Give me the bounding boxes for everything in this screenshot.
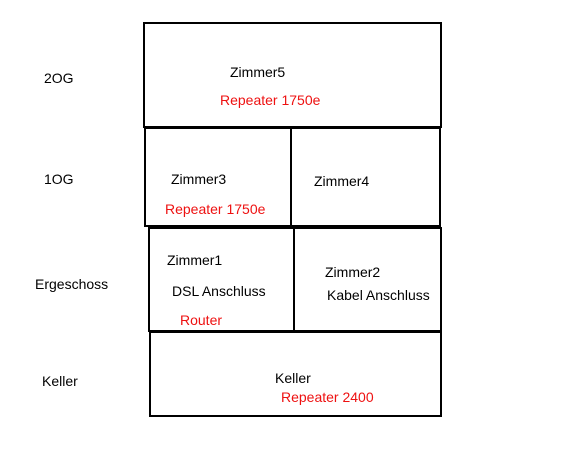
- divider-ergeschoss: [293, 229, 295, 330]
- divider-1og: [290, 127, 292, 227]
- room-zimmer4-label: Zimmer4: [314, 173, 370, 189]
- floor-label-1og: 1OG: [44, 171, 74, 187]
- room-zimmer5-label: Zimmer5: [230, 64, 286, 80]
- floor-label-ergeschoss: Ergeschoss: [35, 276, 109, 292]
- floor-box-2og: [143, 22, 442, 128]
- floor-box-keller: [149, 331, 442, 417]
- floor-label-keller: Keller: [42, 373, 78, 389]
- room-zimmer3-label: Zimmer3: [171, 171, 227, 187]
- room-keller-label: Keller: [275, 370, 311, 386]
- room-zimmer1-label: Zimmer1: [167, 252, 223, 268]
- device-zimmer1-router: Router: [180, 312, 223, 328]
- floor-label-2og: 2OG: [44, 70, 74, 86]
- device-zimmer3-repeater: Repeater 1750e: [165, 201, 266, 217]
- room-zimmer2-note: Kabel Anschluss: [327, 287, 430, 303]
- device-keller-repeater: Repeater 2400: [281, 389, 374, 405]
- device-zimmer5-repeater: Repeater 1750e: [220, 92, 321, 108]
- floor-box-ergeschoss: [148, 227, 442, 332]
- floor-box-1og: [144, 127, 441, 227]
- room-zimmer1-note: DSL Anschluss: [172, 283, 266, 299]
- room-zimmer2-label: Zimmer2: [325, 264, 381, 280]
